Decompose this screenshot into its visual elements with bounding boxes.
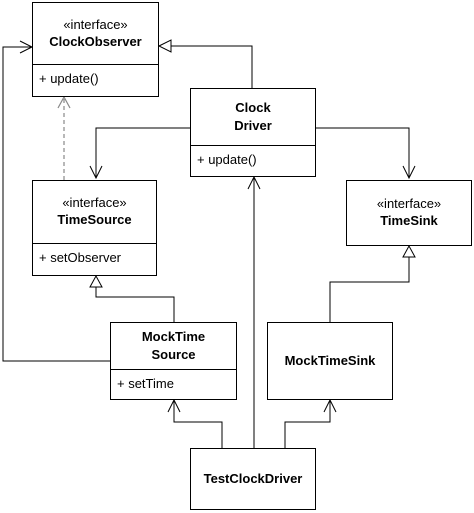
class-header: «interface» TimeSink — [347, 181, 471, 245]
class-name-line-2: Driver — [234, 118, 272, 133]
class-clock-driver[interactable]: Clock Driver + update() — [190, 88, 316, 177]
class-header: MockTimeSink — [268, 323, 392, 399]
class-time-sink[interactable]: «interface» TimeSink — [346, 180, 472, 246]
class-name: MockTimeSink — [284, 353, 376, 368]
class-name: TimeSource — [57, 212, 132, 227]
association-testclockdriver-mocktimesource — [167, 398, 223, 448]
class-mock-time-sink[interactable]: MockTimeSink — [267, 322, 393, 400]
class-header: MockTime Source — [111, 323, 236, 370]
class-name: TimeSink — [380, 213, 438, 228]
association-clockdriver-timesource — [89, 127, 190, 180]
realization-mocktimesource-timesource — [89, 274, 175, 322]
realization-clockdriver-clockobserver — [157, 39, 253, 88]
association-testclockdriver-clockdriver — [247, 175, 261, 448]
class-name-line-1: Clock — [235, 100, 271, 115]
dependency-timesource-clockobserver — [57, 95, 71, 180]
stereotype-label: «interface» — [63, 16, 128, 32]
operation-set-observer: + setObserver — [39, 250, 122, 265]
class-header: Clock Driver — [191, 89, 315, 146]
class-name: TestClockDriver — [203, 471, 303, 486]
class-name-line-1: MockTime — [141, 329, 206, 344]
class-header: TestClockDriver — [191, 449, 315, 509]
operation-update: + update() — [39, 71, 99, 86]
class-name-line-2: Source — [151, 347, 196, 362]
stereotype-label: «interface» — [62, 195, 127, 210]
realization-mocktimesink-timesink — [329, 244, 416, 322]
class-header: «interface» TimeSource — [33, 181, 156, 244]
class-clock-observer[interactable]: «interface» ClockObserver + update() — [32, 2, 159, 97]
operation-update: + update() — [197, 152, 257, 167]
class-name: ClockObserver — [49, 33, 142, 49]
class-test-clock-driver[interactable]: TestClockDriver — [190, 448, 316, 510]
operation-set-time: + setTime — [117, 376, 174, 391]
association-clockdriver-timesink — [316, 127, 416, 180]
stereotype-label: «interface» — [376, 196, 442, 211]
class-time-source[interactable]: «interface» TimeSource + setObserver — [32, 180, 157, 276]
class-header: «interface» ClockObserver — [33, 3, 158, 65]
class-mock-time-source[interactable]: MockTime Source + setTime — [110, 322, 237, 400]
association-testclockdriver-mocktimesink — [284, 398, 337, 448]
